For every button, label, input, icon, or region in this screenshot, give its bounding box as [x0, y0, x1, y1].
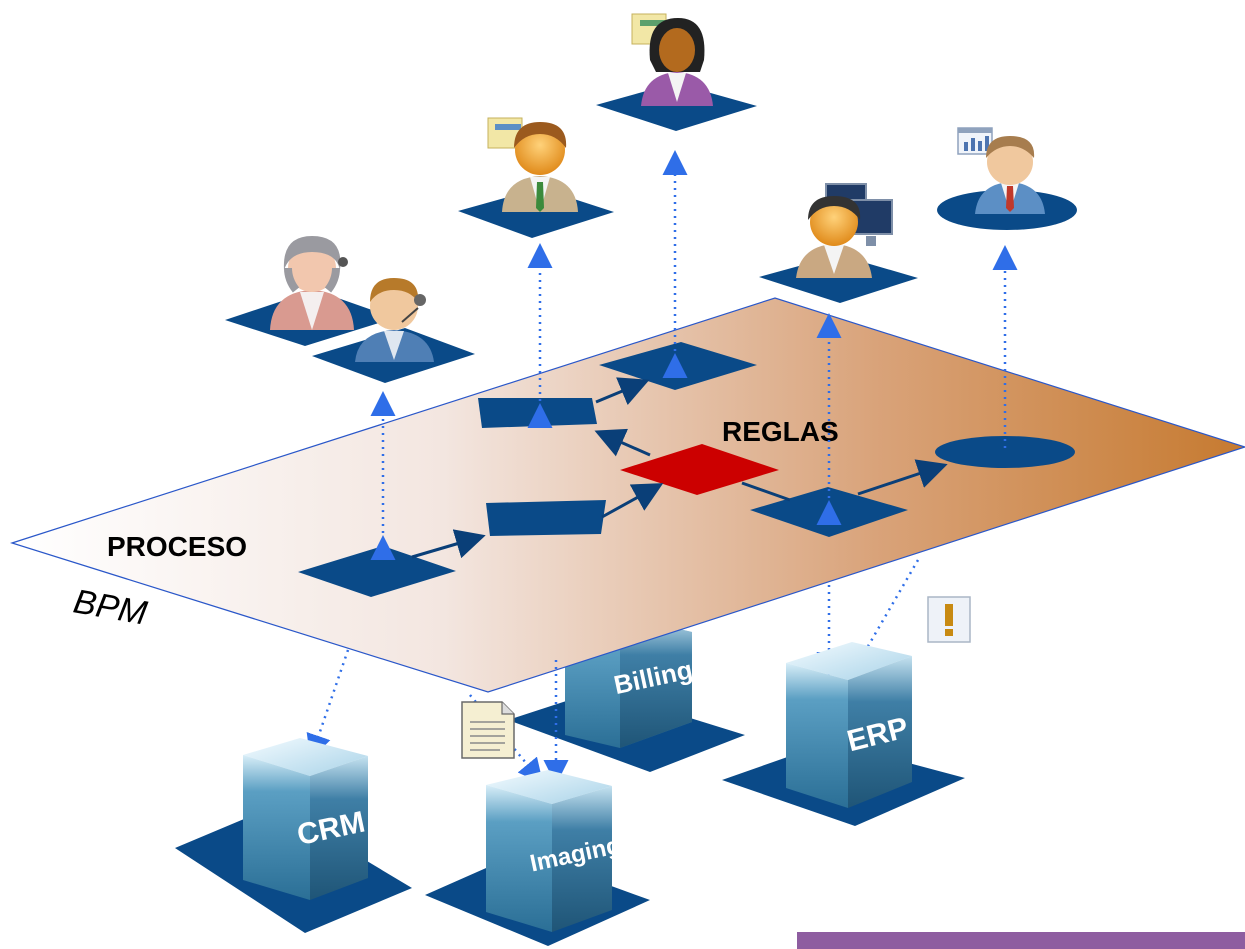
task-start[interactable]	[298, 546, 456, 597]
task-2[interactable]	[486, 500, 606, 536]
operator-icon	[796, 183, 893, 278]
callcenter-agent-2-icon	[355, 278, 434, 362]
footer-bar	[797, 932, 1245, 949]
document-icon	[461, 701, 515, 759]
user-platform-manager	[596, 83, 757, 131]
task-3[interactable]	[478, 398, 597, 428]
rules-label: REGLAS	[722, 416, 839, 447]
manager-icon	[631, 13, 713, 106]
clerk-icon	[487, 117, 578, 212]
callcenter-agent-1-icon	[270, 236, 354, 330]
user-links	[370, 150, 1018, 560]
task-end[interactable]	[935, 436, 1075, 468]
bpm-label: BPM	[71, 582, 151, 632]
crm-server[interactable]: CRM	[243, 738, 368, 900]
decision-rule[interactable]	[620, 444, 779, 495]
executive-icon	[957, 127, 1045, 214]
system-links	[306, 559, 920, 785]
exclamation-icon	[927, 596, 971, 643]
process-label: PROCESO	[107, 531, 247, 562]
imaging-server[interactable]: Imaging	[486, 770, 623, 932]
flow-arrows	[411, 377, 948, 559]
erp-server[interactable]: ERP	[786, 642, 912, 808]
bpm-plane	[10, 297, 1245, 693]
